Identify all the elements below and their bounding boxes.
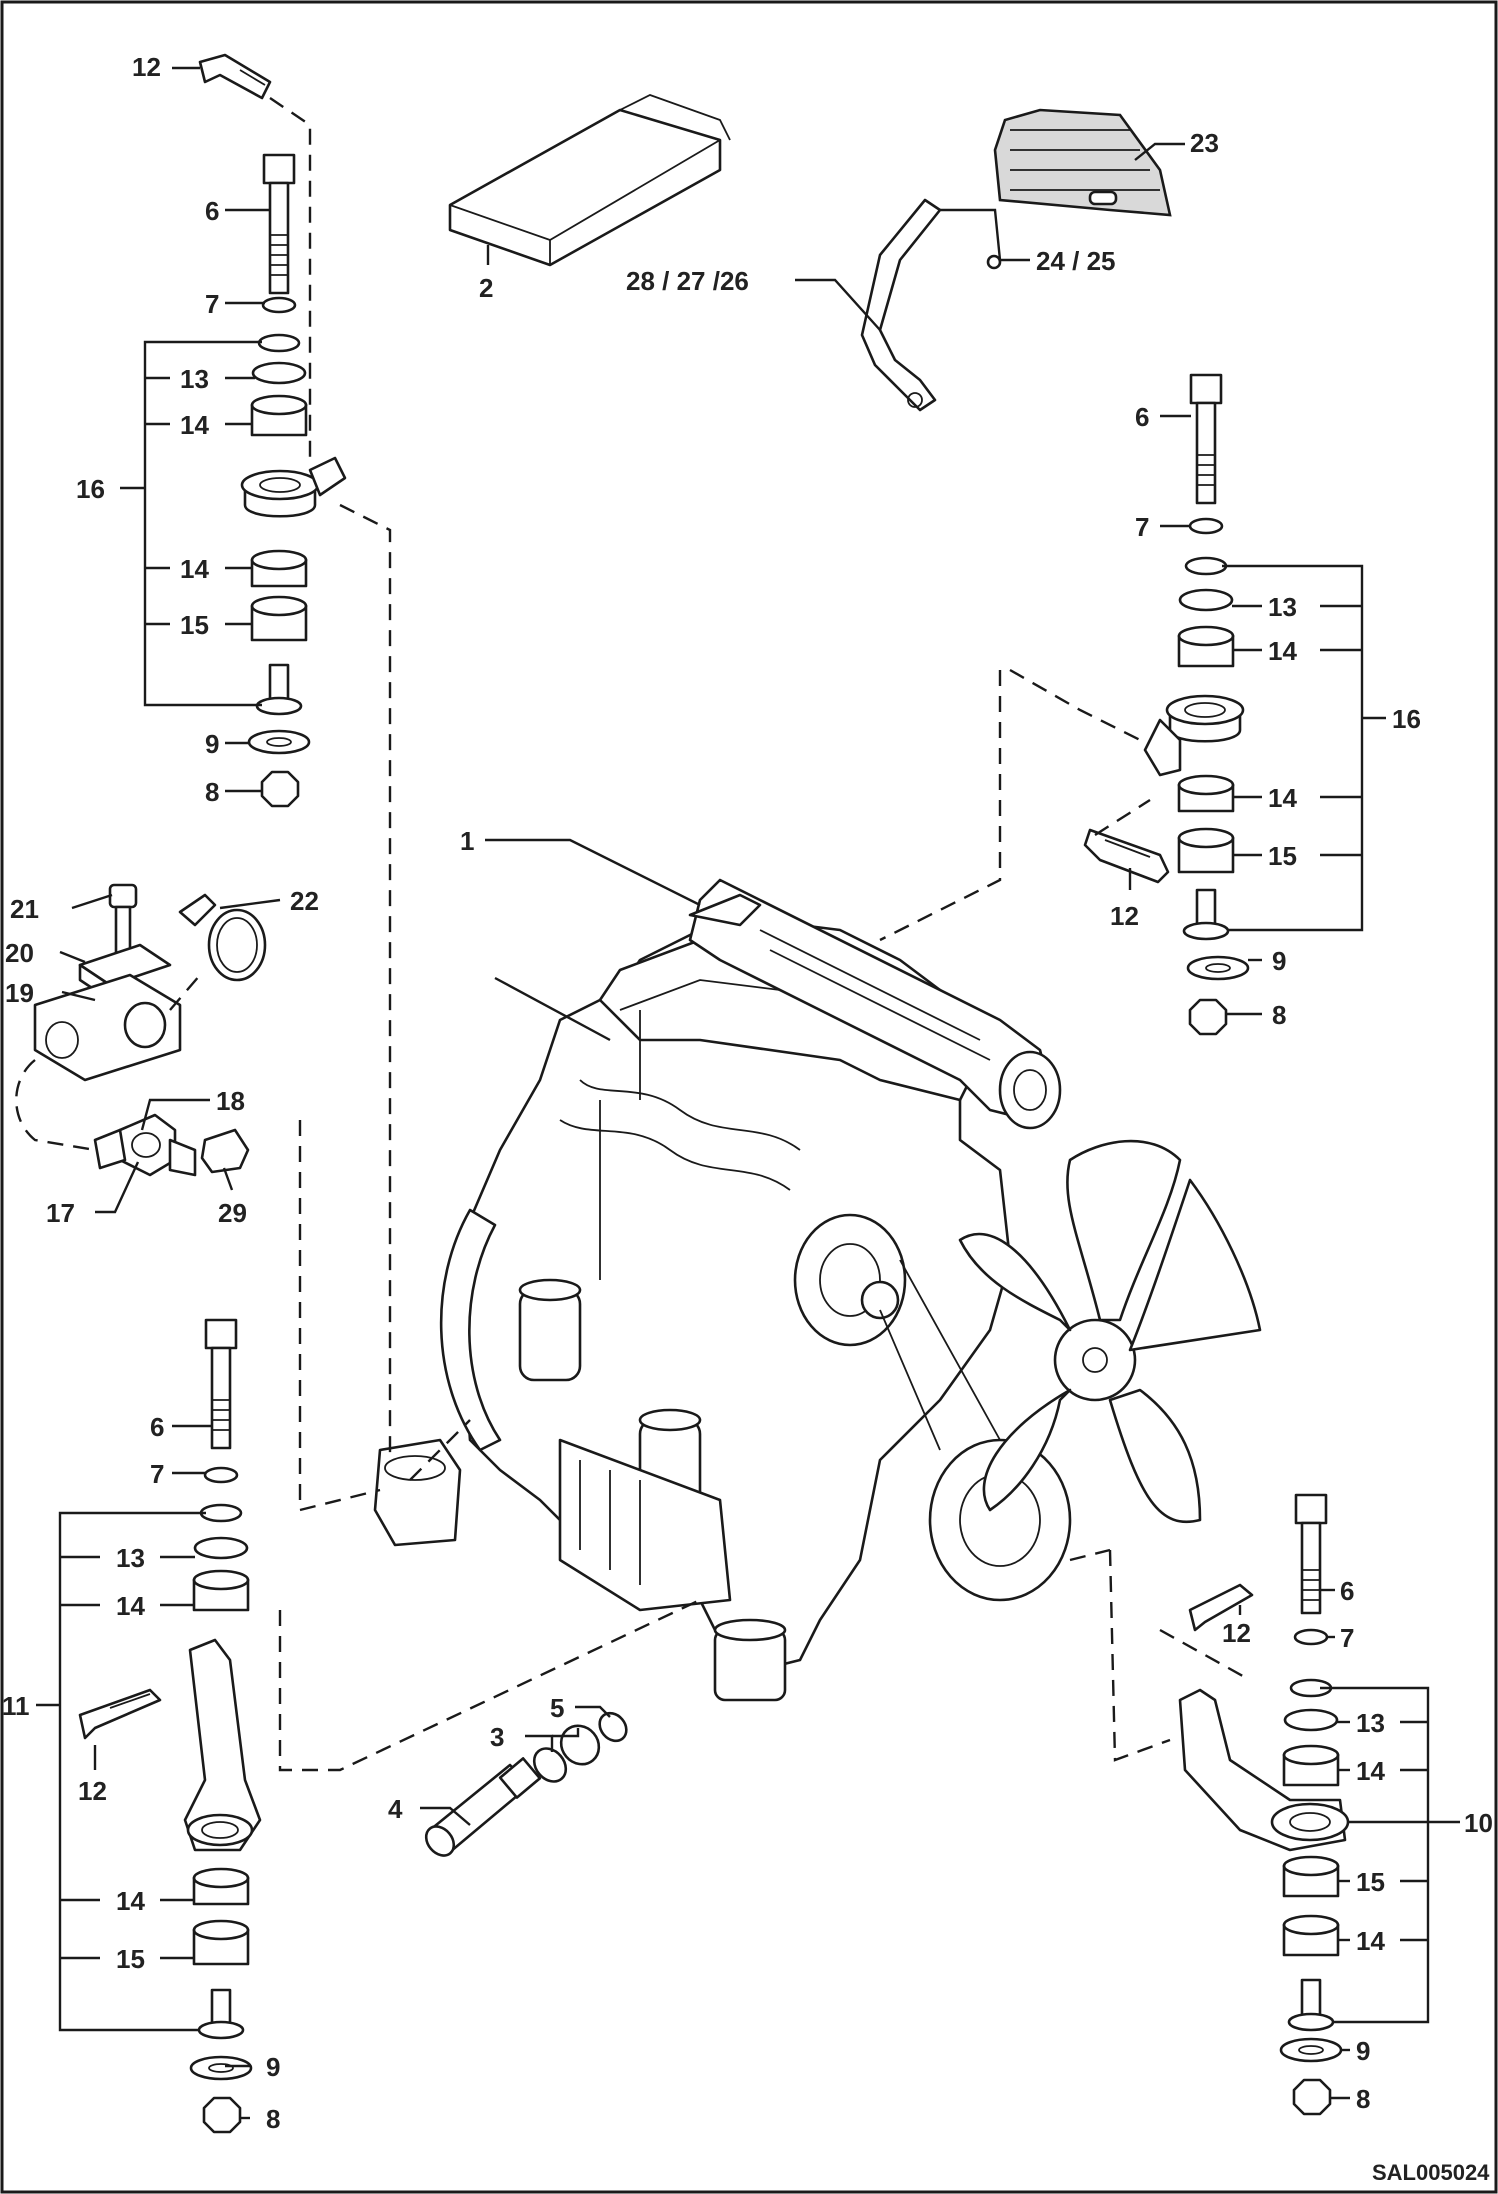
callout-18: 18 xyxy=(216,1086,245,1116)
callout-14: 14 xyxy=(180,554,209,584)
callout-14: 14 xyxy=(1356,1756,1385,1786)
callout-3: 3 xyxy=(490,1722,504,1752)
callout-15: 15 xyxy=(1268,841,1297,871)
callout-2: 2 xyxy=(479,273,493,303)
mount-stack-upper-right xyxy=(1083,373,1250,1036)
callout-8: 8 xyxy=(205,777,219,807)
drawing-reference: SAL005024 xyxy=(1372,2160,1490,2185)
callout-7: 7 xyxy=(1135,512,1149,542)
callout-9: 9 xyxy=(205,729,219,759)
callout-7: 7 xyxy=(150,1459,164,1489)
callout-12: 12 xyxy=(132,52,161,82)
callout-14: 14 xyxy=(1356,1926,1385,1956)
mount-stack-lower-right xyxy=(1178,1493,1350,2116)
callout-12: 12 xyxy=(78,1776,107,1806)
callout-13: 13 xyxy=(1356,1708,1385,1738)
mount-stack-upper-left xyxy=(198,53,347,808)
callout-12: 12 xyxy=(1110,901,1139,931)
engine-assembly xyxy=(373,878,1262,1702)
callout-7: 7 xyxy=(1340,1623,1354,1653)
callout-13: 13 xyxy=(180,364,209,394)
part-4-pipe xyxy=(424,1757,542,1857)
callout-16: 16 xyxy=(1392,704,1421,734)
callout-6: 6 xyxy=(205,196,219,226)
callout-21: 21 xyxy=(10,894,39,924)
part-23-perforated-plate xyxy=(993,108,1172,217)
part-2-booklet xyxy=(448,94,731,267)
callout-16: 16 xyxy=(76,474,105,504)
callout-8: 8 xyxy=(1272,1000,1286,1030)
callout-14: 14 xyxy=(116,1591,145,1621)
callout-12: 12 xyxy=(1222,1618,1251,1648)
leader-lines xyxy=(36,66,1460,2120)
part-28-bracket-rod xyxy=(860,198,1002,412)
callout-15: 15 xyxy=(116,1944,145,1974)
callout-17: 17 xyxy=(46,1198,75,1228)
callout-22: 22 xyxy=(290,886,319,916)
callout-4: 4 xyxy=(388,1794,403,1824)
callout-8: 8 xyxy=(266,2104,280,2134)
callout-6: 6 xyxy=(1340,1576,1354,1606)
engine-mount-front-bottom xyxy=(713,1618,787,1702)
callout-14: 14 xyxy=(180,410,209,440)
callout-19: 19 xyxy=(5,978,34,1008)
callout-6: 6 xyxy=(1135,402,1149,432)
callout-8: 8 xyxy=(1356,2084,1370,2114)
callout-1: 1 xyxy=(460,826,474,856)
callout-14: 14 xyxy=(1268,636,1297,666)
mount-stack-lower-left xyxy=(78,1318,262,2134)
callout-29: 29 xyxy=(218,1198,247,1228)
callout-24-25: 24 / 25 xyxy=(1036,246,1116,276)
callout-15: 15 xyxy=(180,610,209,640)
callout-14: 14 xyxy=(116,1886,145,1916)
callout-15: 15 xyxy=(1356,1867,1385,1897)
callout-13: 13 xyxy=(1268,592,1297,622)
callout-20: 20 xyxy=(5,938,34,968)
callout-9: 9 xyxy=(1356,2036,1370,2066)
callout-28-27-26: 28 / 27 /26 xyxy=(626,266,749,296)
callout-7: 7 xyxy=(205,289,219,319)
callout-14: 14 xyxy=(1268,783,1297,813)
assembly-dashed-lines xyxy=(269,97,1251,1772)
engine-mount-rear-left xyxy=(373,1438,462,1547)
callout-5: 5 xyxy=(550,1693,564,1723)
callout-labels: 12 6 7 13 14 16 14 15 9 8 2 23 24 / 25 2… xyxy=(2,52,1493,2185)
clamp-assembly xyxy=(15,883,267,1177)
callout-11: 11 xyxy=(2,1691,30,1721)
callout-9: 9 xyxy=(1272,946,1286,976)
part-5-washer xyxy=(598,1711,628,1743)
callout-13: 13 xyxy=(116,1543,145,1573)
callout-10: 10 xyxy=(1464,1808,1493,1838)
callout-9: 9 xyxy=(266,2052,280,2082)
callout-6: 6 xyxy=(150,1412,164,1442)
callout-23: 23 xyxy=(1190,128,1219,158)
